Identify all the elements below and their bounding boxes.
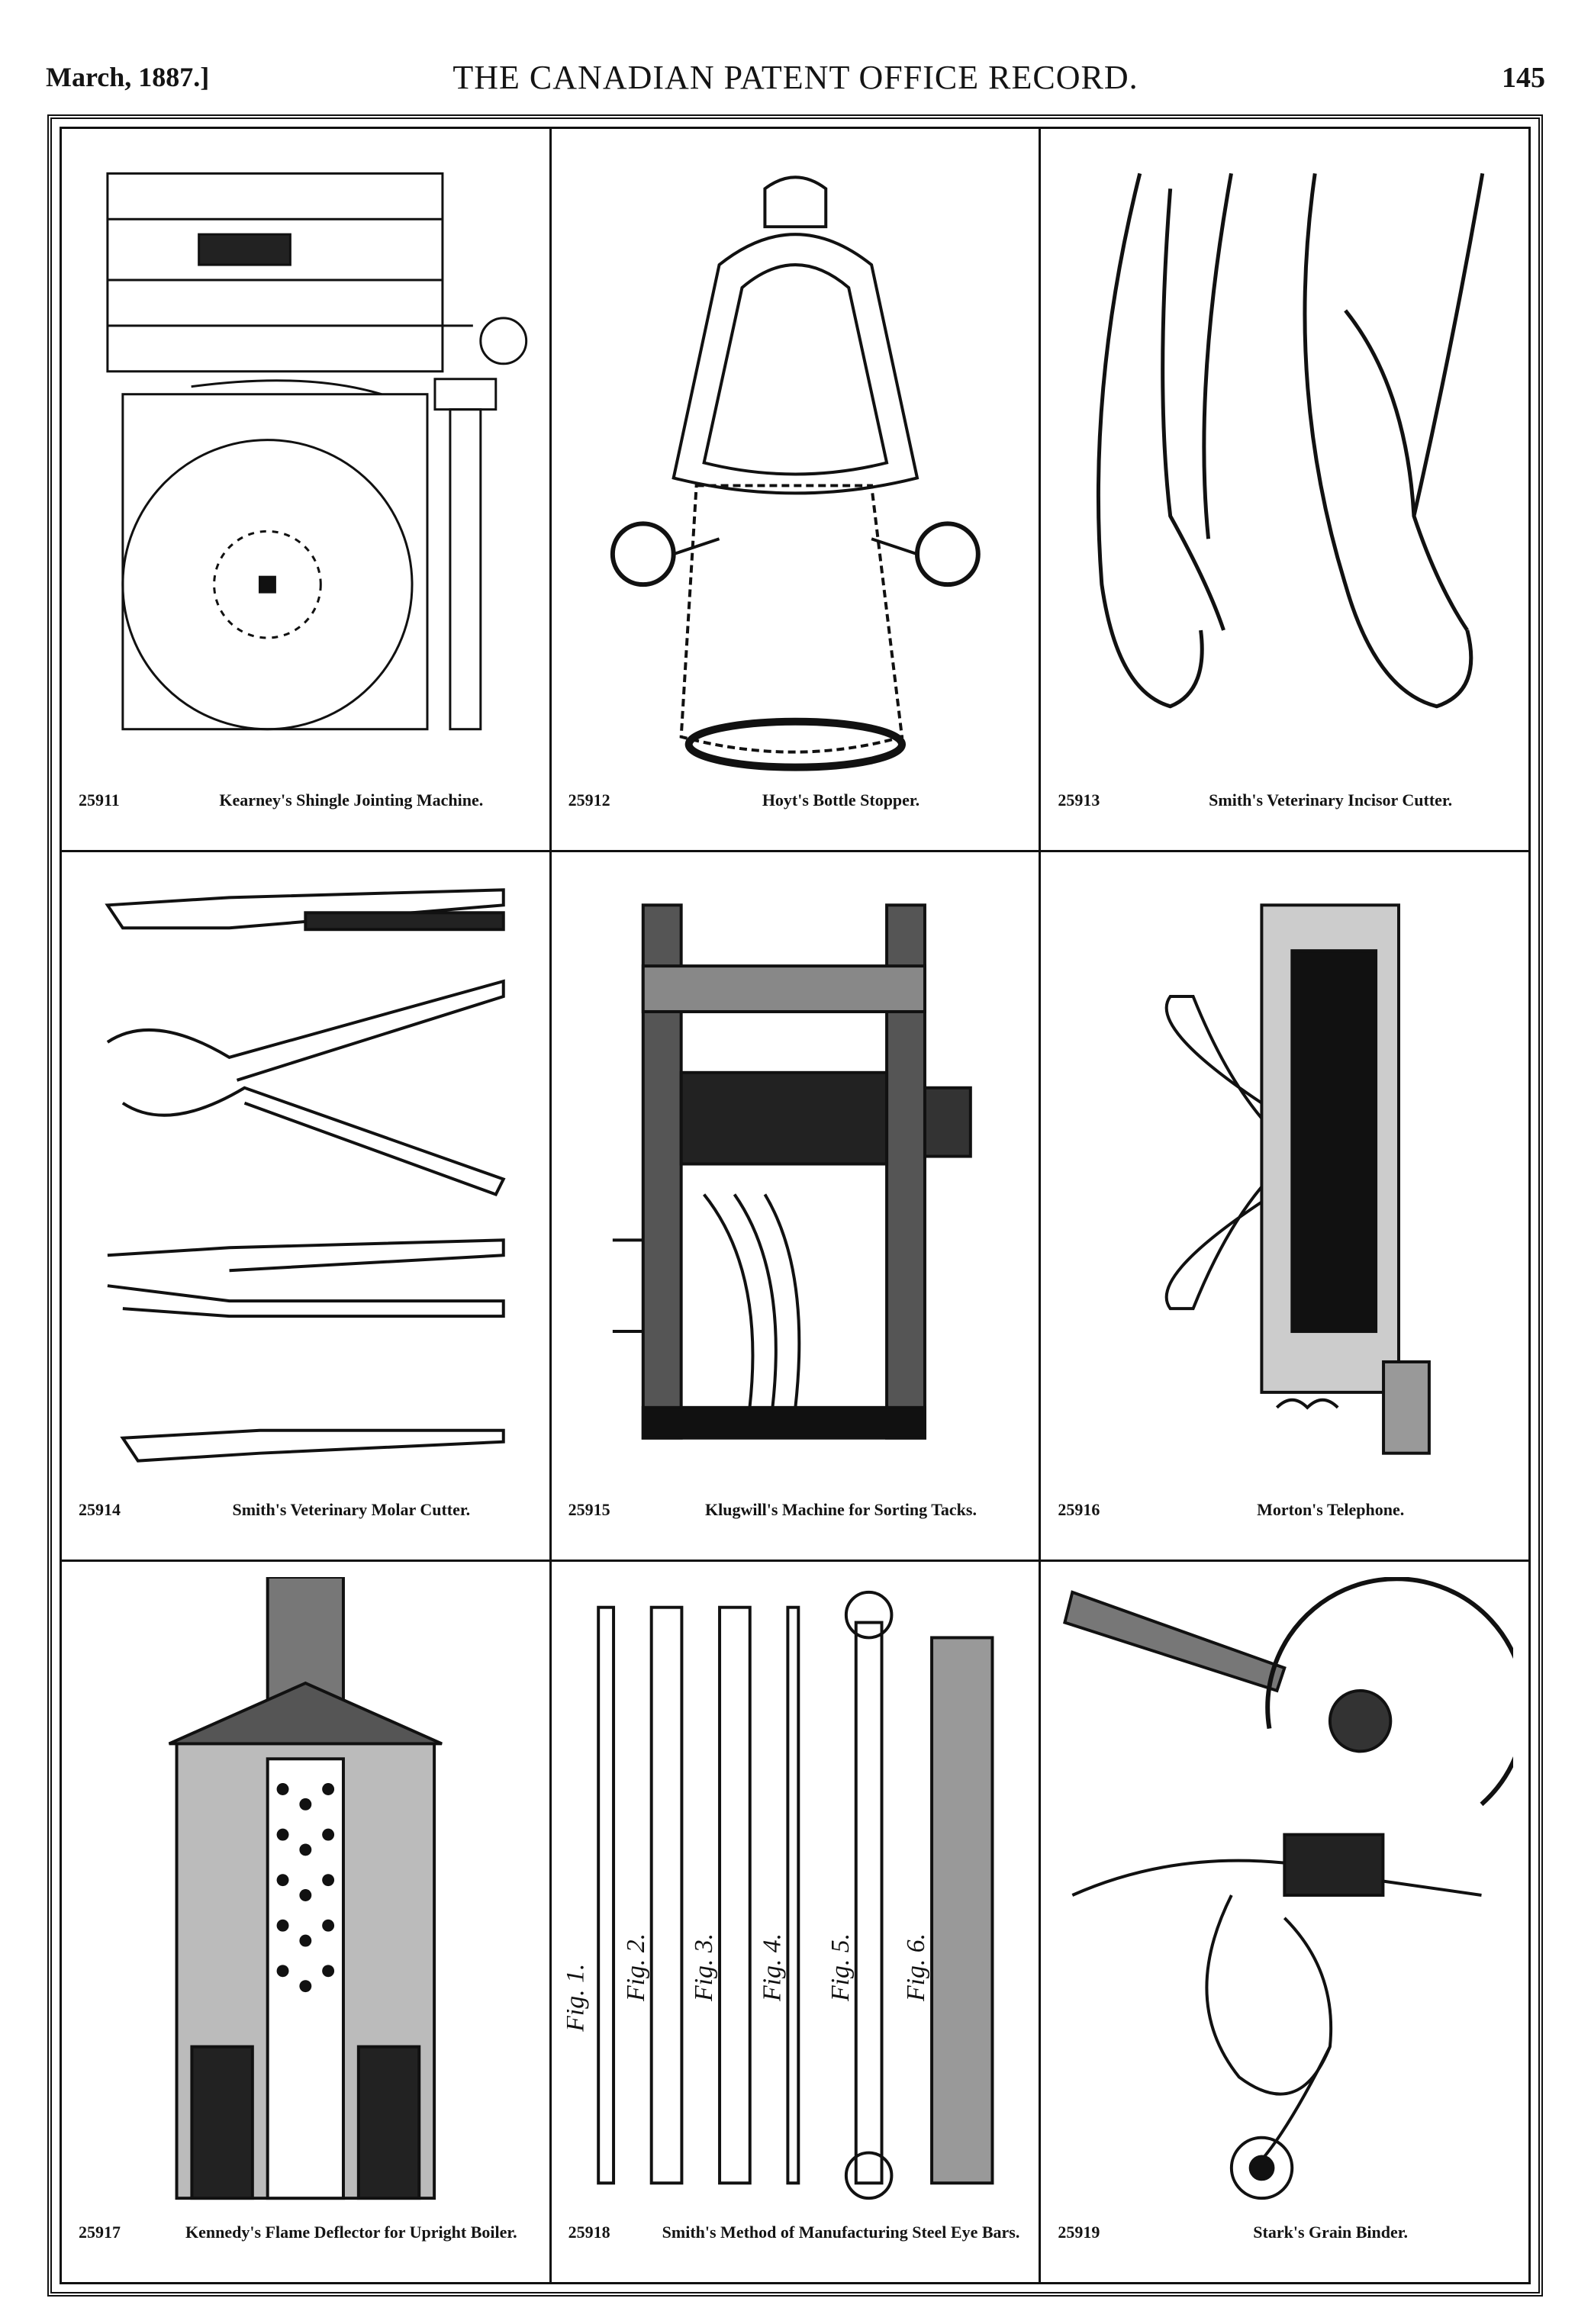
fig-label-4: Fig. 4. [758, 1933, 786, 2002]
patent-cell-25919: 25919 Stark's Grain Binder. [1041, 1562, 1531, 2284]
patent-caption: 25919 Stark's Grain Binder. [1058, 2223, 1512, 2268]
patent-cell-25916: 25916 Morton's Telephone. [1041, 852, 1531, 1562]
drawing-steel-eye-bars: Fig. 1. Fig. 2. Fig. 3. Fig. 4. Fig. 5. … [561, 1577, 1024, 2213]
patent-caption: 25917 Kennedy's Flame Deflector for Upri… [79, 2223, 533, 2268]
patent-caption: 25912 Hoyt's Bottle Stopper. [568, 790, 1023, 836]
drawing-incisor-cutter [1056, 144, 1513, 781]
patent-title: Smith's Veterinary Molar Cutter. [232, 1500, 471, 1519]
patent-number: 25918 [568, 2223, 610, 2242]
patent-caption: 25915 Klugwill's Machine for Sorting Tac… [568, 1500, 1023, 1546]
patent-cell-25914: 25914 Smith's Veterinary Molar Cutter. [62, 852, 552, 1562]
issue-date: March, 1887.] [46, 62, 210, 92]
drawing-grain-binder [1056, 1576, 1528, 2213]
drawing-molar-cutter [77, 867, 534, 1491]
patent-title: Kearney's Shingle Jointing Machine. [219, 790, 484, 810]
publication-title: THE CANADIAN PATENT OFFICE RECORD. [453, 59, 1138, 96]
patent-number: 25913 [1058, 790, 1100, 810]
patent-number: 25917 [79, 2223, 121, 2242]
drawing-bottle-stopper [567, 144, 1024, 781]
patent-title: Morton's Telephone. [1257, 1500, 1405, 1519]
patent-title: Klugwill's Machine for Sorting Tacks. [705, 1500, 977, 1519]
page-header: March, 1887.] THE CANADIAN PATENT OFFICE… [46, 59, 1545, 107]
patent-caption: 25914 Smith's Veterinary Molar Cutter. [79, 1500, 533, 1546]
fig-label-3: Fig. 3. [690, 1933, 718, 2002]
drawing-telephone [1056, 867, 1513, 1491]
patent-title: Kennedy's Flame Deflector for Upright Bo… [185, 2223, 517, 2242]
patent-cell-25917: 25917 Kennedy's Flame Deflector for Upri… [62, 1562, 552, 2284]
patent-grid: 25911 Kearney's Shingle Jointing Machine… [60, 127, 1531, 2284]
patent-caption: 25913 Smith's Veterinary Incisor Cutter. [1058, 790, 1512, 836]
patent-cell-25918: Fig. 1. Fig. 2. Fig. 3. Fig. 4. Fig. 5. … [551, 1562, 1042, 2284]
patent-number: 25915 [568, 1500, 610, 1519]
patent-cell-25912: 25912 Hoyt's Bottle Stopper. [551, 129, 1042, 852]
patent-cell-25911: 25911 Kearney's Shingle Jointing Machine… [62, 129, 552, 852]
fig-label-5: Fig. 5. [826, 1933, 854, 2002]
drawing-flame-deflector [77, 1576, 534, 2213]
patent-caption: 25911 Kearney's Shingle Jointing Machine… [79, 790, 533, 836]
patent-plate-frame: 25911 Kearney's Shingle Jointing Machine… [47, 114, 1543, 2297]
patent-cell-25915: 25915 Klugwill's Machine for Sorting Tac… [551, 852, 1042, 1562]
patent-title: Smith's Method of Manufacturing Steel Ey… [662, 2223, 1020, 2242]
patent-number: 25919 [1058, 2223, 1100, 2242]
patent-caption: 25918 Smith's Method of Manufacturing St… [568, 2223, 1023, 2268]
patent-title: Smith's Veterinary Incisor Cutter. [1209, 790, 1453, 810]
patent-number: 25912 [568, 790, 610, 810]
patent-caption: 25916 Morton's Telephone. [1058, 1500, 1512, 1546]
drawing-shingle-jointing-machine [77, 144, 534, 781]
patent-number: 25916 [1058, 1500, 1100, 1519]
patent-number: 25914 [79, 1500, 121, 1519]
drawing-tack-sorting-machine [567, 867, 1024, 1491]
patent-title: Hoyt's Bottle Stopper. [762, 790, 920, 810]
fig-label-2: Fig. 2. [621, 1933, 649, 2002]
fig-label-1: Fig. 1. [567, 1964, 589, 2033]
page-number: 145 [1502, 62, 1545, 94]
fig-label-6: Fig. 6. [902, 1933, 930, 2002]
patent-cell-25913: 25913 Smith's Veterinary Incisor Cutter. [1041, 129, 1531, 852]
patent-number: 25911 [79, 790, 120, 810]
patent-title: Stark's Grain Binder. [1253, 2223, 1409, 2242]
